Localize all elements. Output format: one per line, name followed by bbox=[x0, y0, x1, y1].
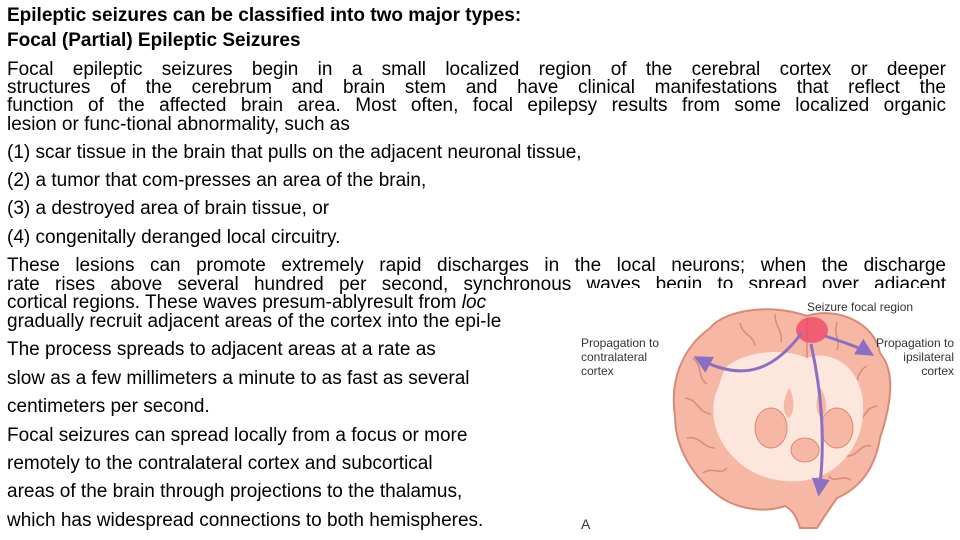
label-line: cortex bbox=[581, 364, 614, 378]
paragraph-line: remotely to the contralateral cortex and… bbox=[7, 453, 433, 474]
focal-region-label: Seizure focal region bbox=[807, 300, 914, 314]
page-heading: Epileptic seizures can be classified int… bbox=[7, 5, 522, 26]
paragraph-line: structures of the cerebrum and brain ste… bbox=[7, 77, 946, 98]
paragraph-line: These lesions can promote extremely rapi… bbox=[7, 255, 946, 276]
brain-figure: Seizure focal region Propagation to cont… bbox=[575, 288, 960, 540]
paragraph-italic-text: loc bbox=[461, 292, 487, 313]
panel-letter: A bbox=[581, 516, 591, 532]
seizure-focus-marker bbox=[796, 317, 828, 343]
cause-item: (2) a tumor that com-presses an area of … bbox=[7, 170, 427, 191]
paragraph-line: function of the affected brain area. Mos… bbox=[7, 95, 946, 116]
paragraph-line: Focal epileptic seizures begin in a smal… bbox=[7, 59, 946, 80]
cause-item: (1) scar tissue in the brain that pulls … bbox=[7, 142, 582, 163]
propagation-arrow-subcortical bbox=[809, 343, 830, 497]
paragraph-line: The process spreads to adjacent areas at… bbox=[7, 339, 436, 360]
label-line: contralateral bbox=[581, 350, 648, 364]
ventricle bbox=[783, 388, 794, 418]
brain-illustration bbox=[672, 308, 892, 529]
paragraph-text: cortical regions. These waves presum-abl… bbox=[7, 292, 462, 313]
section-title: Focal (Partial) Epileptic Seizures bbox=[7, 30, 301, 51]
cause-item: (3) a destroyed area of brain tissue, or bbox=[7, 198, 330, 219]
cause-item: (4) congenitally deranged local circuitr… bbox=[7, 227, 341, 248]
deep-nuclei bbox=[754, 407, 854, 463]
paragraph-line: lesion or func-tional abnormality, such … bbox=[7, 114, 350, 135]
paragraph-line: gradually recruit adjacent areas of the … bbox=[7, 311, 502, 332]
paragraph-line: which has widespread connections to both… bbox=[7, 510, 484, 531]
contralateral-label: Propagation to contralateral cortex bbox=[581, 336, 659, 378]
paragraph-line: cortical regions. These waves presum-abl… bbox=[7, 292, 486, 314]
label-line: cortex bbox=[921, 364, 954, 378]
paragraph-line: slow as a few millimeters a minute to as… bbox=[7, 368, 470, 389]
paragraph-line: areas of the brain through projections t… bbox=[7, 481, 463, 502]
propagation-arrow-ipsilateral bbox=[824, 334, 875, 356]
label-line: Propagation to bbox=[875, 336, 954, 350]
propagation-arrow-contralateral bbox=[693, 333, 803, 373]
label-line: Propagation to bbox=[581, 336, 660, 350]
paragraph-line: centimeters per second. bbox=[7, 396, 210, 417]
paragraph-line: Focal seizures can spread locally from a… bbox=[7, 425, 468, 446]
label-line: ipsilateral bbox=[903, 350, 954, 364]
ipsilateral-label: Propagation to ipsilateral cortex bbox=[876, 336, 954, 378]
